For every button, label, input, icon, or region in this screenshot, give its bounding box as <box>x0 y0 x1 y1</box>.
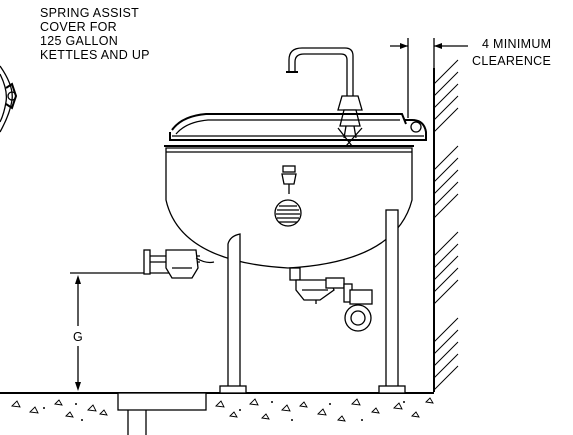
draw-off-valve <box>143 249 215 279</box>
note-line-3: 125 GALLON <box>40 34 118 48</box>
spring-assist-note: SPRING ASSIST COVER FOR 125 GALLON KETTL… <box>40 6 150 62</box>
wall <box>433 59 459 392</box>
dimension-g-label: G <box>73 330 83 344</box>
faucet <box>286 47 363 147</box>
note-line-1: SPRING ASSIST <box>40 6 139 20</box>
note-line-2: COVER FOR <box>40 20 117 34</box>
floor <box>0 392 434 435</box>
legs <box>219 209 406 394</box>
clearance-dimension <box>390 38 468 118</box>
clearance-line-1: 4 MINIMUM <box>482 37 551 51</box>
steam-trap-assembly <box>289 267 373 332</box>
dimension-g: G <box>70 272 182 391</box>
clearance-line-2: CLEARENCE <box>472 54 551 68</box>
spring-assist-detail <box>0 65 18 133</box>
note-line-4: KETTLES AND UP <box>40 48 150 62</box>
clearance-note: 4 MINIMUM CLEARENCE <box>472 37 551 68</box>
kettle <box>143 47 427 394</box>
